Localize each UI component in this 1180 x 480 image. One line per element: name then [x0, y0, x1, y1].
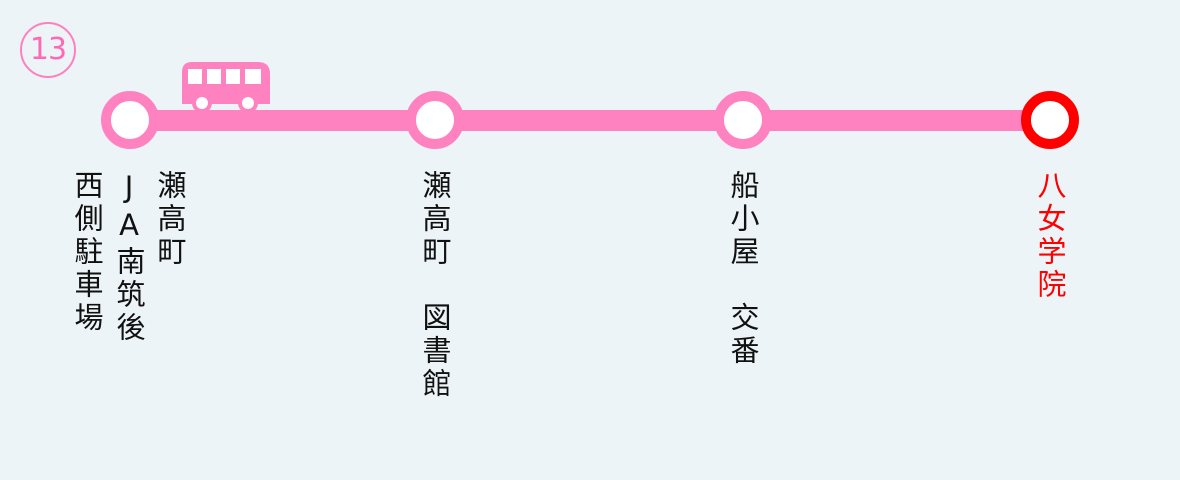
stop-1-label-line-2: JA南筑後 — [112, 170, 146, 345]
destination-stop-label: 八女学院 — [1033, 170, 1067, 302]
stop-1-label-line-1: 瀬高町 — [153, 170, 187, 269]
stop-marker-destination — [1021, 91, 1079, 149]
route-line — [130, 110, 1050, 131]
stop-marker-1 — [101, 91, 159, 149]
stop-marker-3 — [714, 91, 772, 149]
stop-2-label: 瀬高町 図書館 — [418, 170, 452, 401]
stop-marker-2 — [406, 91, 464, 149]
stop-1-label-line-3: 西側駐車場 — [70, 170, 104, 335]
bus-icon — [182, 62, 270, 113]
route-number-badge: 13 — [20, 22, 76, 78]
stop-3-label: 船小屋 交番 — [726, 170, 760, 368]
